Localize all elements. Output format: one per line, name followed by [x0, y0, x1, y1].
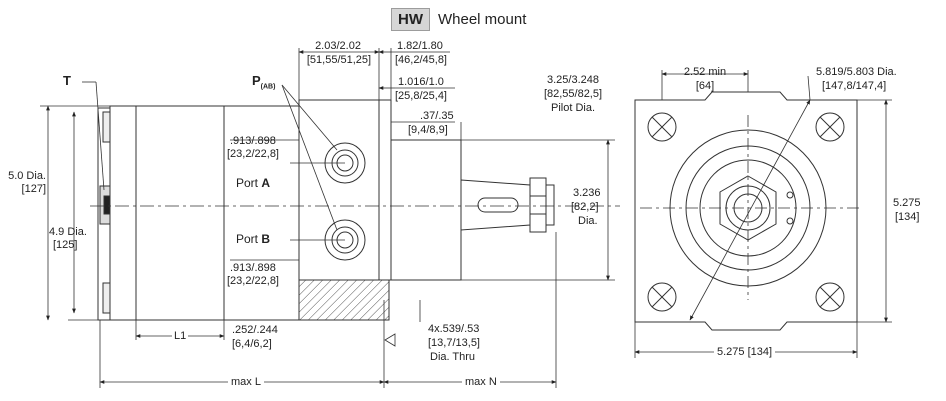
dia-4-9-label: 4.9 Dia. [49, 226, 87, 238]
dim-252-label: .252/.244 [232, 324, 278, 336]
dim-1-016-label: 1.016/1.0 [398, 76, 444, 88]
port-b-label: Port B [236, 232, 271, 246]
motor-housing [135, 105, 225, 321]
pilot-dia-mm-label: [82,55/82,5] [543, 88, 603, 100]
dim-1-82-label: 1.82/1.80 [397, 40, 443, 52]
dim-252-mm-label: [6,4/6,2] [232, 338, 272, 350]
dim-3-236-mm-label: [82,2] [571, 201, 599, 213]
pilot-dia-caption: Pilot Dia. [550, 102, 596, 114]
max-n-label: max N [462, 376, 500, 388]
holes-mm-label: [13,7/13,5] [428, 337, 480, 349]
dia-5-0-label: 5.0 Dia. [8, 170, 46, 182]
gerotor-section [109, 105, 137, 321]
mount-header: HW Wheel mount [391, 7, 526, 31]
port-p-label: P(AB) [252, 73, 276, 91]
shaft-nut [529, 177, 547, 233]
dia-5-0-mm-label: [127] [21, 183, 46, 195]
dim-3-236-label: 3.236 [573, 187, 601, 199]
front-view-group [634, 91, 858, 331]
pilot-dia-label: 3.25/3.248 [547, 74, 599, 86]
bolt-circle-label: 5.819/5.803 Dia. [816, 66, 897, 78]
dim-2-03-mm-label: [51,55/51,25] [306, 54, 372, 66]
holes-label: 4x.539/.53 [428, 323, 480, 335]
port-b-dist-mm-label: [23,2/22,8] [227, 275, 279, 287]
dim-2-03-label: 2.03/2.02 [315, 40, 361, 52]
port-t-label: T [63, 73, 71, 88]
dim-3-236-caption: Dia. [578, 215, 598, 227]
dia-4-9-mm-label: [125] [53, 239, 78, 251]
dim-2-52-label: 2.52 min [683, 66, 727, 78]
valve-housing [223, 105, 300, 321]
mount-code-badge: HW [391, 7, 430, 31]
pilot-hub [390, 139, 462, 281]
sq-right-label: 5.275 [893, 197, 921, 209]
dim-37-label: .37/.35 [420, 110, 454, 122]
dim-37-mm-label: [9,4/8,9] [408, 124, 448, 136]
dim-1-016-mm-label: [25,8/25,4] [395, 90, 447, 102]
dim-1-82-mm-label: [46,2/45,8] [395, 54, 447, 66]
bolt-circle-mm-label: [147,8/147,4] [822, 80, 887, 92]
port-a-dist-label: .913/.898 [230, 135, 276, 147]
l1-label: L1 [172, 330, 189, 342]
dim-2-52-mm-label: [64] [695, 80, 715, 92]
port-b-dist-label: .913/.898 [230, 262, 276, 274]
mount-flange [298, 279, 390, 321]
max-l-label: max L [228, 376, 264, 388]
sq-right-mm-label: [134] [895, 211, 920, 223]
mount-title: Wheel mount [438, 10, 527, 28]
sq-bottom-label: 5.275 [134] [714, 346, 776, 358]
holes-caption: Dia. Thru [430, 351, 476, 363]
port-a-label: Port A [236, 176, 271, 190]
port-a-dist-mm-label: [23,2/22,8] [227, 148, 279, 160]
